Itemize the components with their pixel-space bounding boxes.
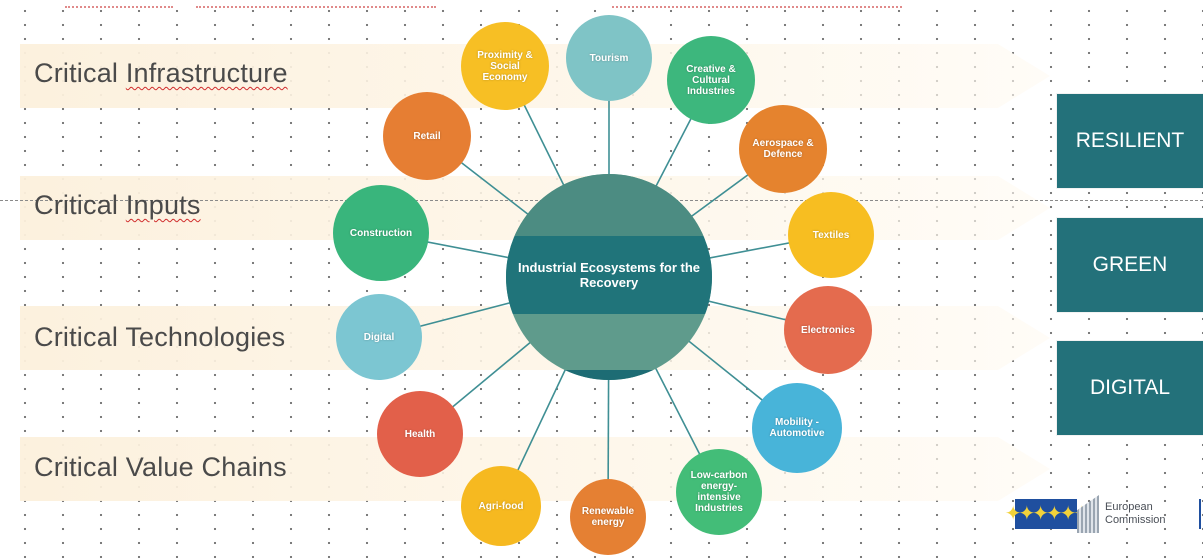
ecosystem-label: Mobility - Automotive [769, 417, 825, 439]
hub-circle: Industrial Ecosystems for the Recovery [506, 174, 712, 380]
ecosystem-label: Creative & Cultural Industries [686, 63, 736, 97]
top-dotted-mark [612, 6, 902, 8]
ecosystem-label: Tourism [589, 52, 629, 64]
hub-bottom-arc [506, 370, 712, 380]
ecosystem-label: Textiles [812, 229, 850, 241]
band-label-inputs: Critical Inputs [34, 190, 201, 221]
band-label-infrastructure-word: Infrastructure [125, 58, 288, 88]
ecosystem-node-aerospace-defence: Aerospace & Defence [739, 105, 827, 193]
top-dotted-mark [196, 6, 436, 8]
ecosystem-label: Digital [363, 331, 395, 343]
ecosystem-label: Construction [349, 227, 413, 239]
ecosystem-node-agri-food: Agri-food [461, 466, 541, 546]
ecosystem-node-tourism: Tourism [566, 15, 652, 101]
target-resilient: RESILIENT [1057, 94, 1203, 188]
ecosystem-label: Proximity & Social Economy [477, 49, 533, 83]
ecosystem-node-creative-cultural-industries: Creative & Cultural Industries [667, 36, 755, 124]
berlaymont-building-icon [1077, 495, 1099, 533]
hub-label: Industrial Ecosystems for the Recovery [506, 236, 712, 314]
ecosystem-node-retail: Retail [383, 92, 471, 180]
european-commission-logo: ✦✦✦✦✦✦ European Commission [1005, 495, 1203, 535]
ecosystem-node-low-carbon-energy-intensive-industries: Low-carbon energy-intensive Industries [676, 449, 762, 535]
ecosystem-label: Health [404, 428, 436, 440]
target-digital: DIGITAL [1057, 341, 1203, 435]
ecosystem-node-proximity-social-economy: Proximity & Social Economy [461, 22, 549, 110]
ecosystem-label: Agri-food [478, 500, 524, 512]
ecosystem-label: Low-carbon energy-intensive Industries [690, 470, 748, 514]
ecosystem-node-digital: Digital [336, 294, 422, 380]
ecosystem-label: Aerospace & Defence [752, 138, 814, 160]
ecosystem-node-health: Health [377, 391, 463, 477]
eu-flag-icon: ✦✦✦✦✦✦ [1005, 499, 1090, 529]
band-label-technologies: Critical Technologies [34, 322, 286, 352]
target-green: GREEN [1057, 218, 1203, 312]
ecosystem-node-electronics: Electronics [784, 286, 872, 374]
band-label-inputs-prefix: Critical [34, 190, 126, 220]
ecosystem-node-mobility-automotive: Mobility - Automotive [752, 383, 842, 473]
logo-accent-bar [1199, 499, 1201, 529]
ecosystem-node-construction: Construction [333, 185, 429, 281]
ecosystem-label: Retail [413, 130, 441, 142]
band-label-value-chains: Critical Value Chains [34, 452, 287, 482]
ecosystem-node-textiles: Textiles [788, 192, 874, 278]
ecosystem-label: Renewable energy [581, 506, 635, 528]
hub-cap [506, 174, 712, 236]
band-label-inputs-word: Inputs [125, 190, 201, 220]
band-label-infrastructure-prefix: Critical [34, 58, 126, 88]
top-dotted-mark [65, 6, 173, 8]
european-commission-wordmark: European Commission [1105, 501, 1166, 526]
ecosystem-node-renewable-energy: Renewable energy [570, 479, 646, 555]
ecosystem-label: Electronics [801, 324, 855, 336]
band-label-infrastructure: Critical Infrastructure [34, 58, 288, 89]
